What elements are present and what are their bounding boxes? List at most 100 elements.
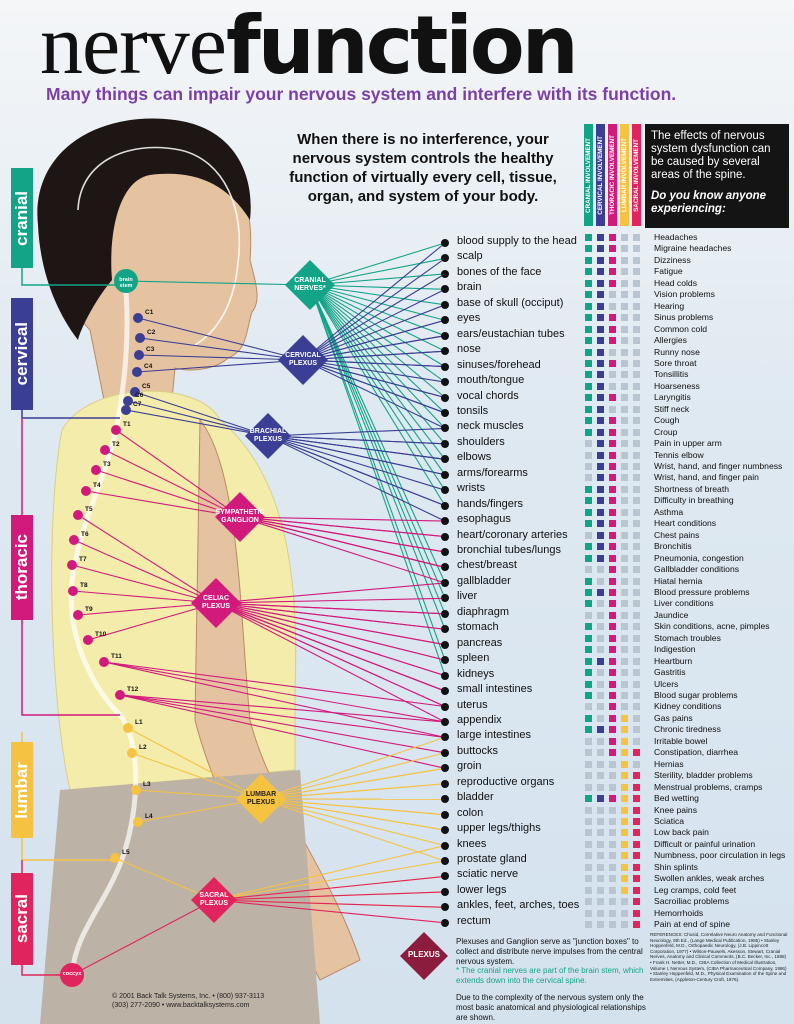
involvement-cell (609, 474, 616, 482)
involvement-cell (633, 875, 640, 883)
involvement-cell (597, 474, 604, 482)
symptom-label: Laryngitis (654, 392, 691, 403)
symptom-label: Skin conditions, acne, pimples (654, 621, 770, 632)
vertebra-label: C7 (133, 401, 142, 408)
organ-node (441, 779, 449, 788)
plexus-diamond (285, 260, 335, 310)
symptom-label: Common cold (654, 323, 708, 334)
involvement-cell (597, 863, 604, 871)
involvement-cell (633, 840, 640, 848)
involvement-cell (609, 783, 616, 791)
involvement-cell (633, 497, 640, 505)
involvement-cell (621, 783, 628, 791)
involvement-cell (621, 382, 628, 390)
plexus-label: SACRAL PLEXUS (199, 892, 229, 907)
involvement-cell (621, 508, 628, 516)
organ-label: appendix (457, 713, 502, 726)
vertebra-dot (67, 560, 77, 570)
involvement-cell (585, 817, 592, 825)
involvement-cell (585, 337, 592, 345)
involvement-cell (609, 520, 616, 528)
involvement-cell (621, 726, 628, 734)
involvement-cell (609, 657, 616, 665)
organ-node (441, 563, 449, 572)
involvement-cell (609, 291, 616, 299)
involvement-cell (585, 783, 592, 791)
organ-label: reproductive organs (457, 775, 555, 788)
organ-node (441, 918, 449, 927)
involvement-cell (585, 714, 592, 722)
vertebra-dot (69, 535, 79, 545)
involvement-cell (585, 234, 592, 241)
nerve-line (309, 284, 446, 584)
nerve-line (114, 857, 215, 901)
nerve-line (267, 435, 446, 460)
involvement-cell (585, 623, 592, 631)
plexus-diamond (245, 413, 291, 459)
organ-node (441, 594, 449, 603)
involvement-cell (597, 669, 604, 677)
involvement-cell (633, 543, 640, 551)
symptom-label: Sciatica (654, 815, 685, 826)
involvement-cell (633, 566, 640, 574)
involvement-cell (585, 921, 592, 928)
symptom-label: Irritable bowel (654, 735, 708, 746)
organ-node (441, 671, 449, 680)
involvement-cell (609, 875, 616, 883)
involvement-cell (609, 531, 616, 539)
vertebra-dot (68, 586, 78, 596)
involvement-cell (585, 692, 592, 699)
nerve-line (215, 597, 446, 604)
vertebra-dot (99, 657, 109, 667)
nerve-line (260, 736, 446, 800)
organ-label: groin (457, 760, 482, 773)
involvement-cell (609, 600, 616, 608)
involvement-cell (621, 680, 628, 688)
organ-node (441, 702, 449, 711)
title-light: nerve (40, 0, 227, 92)
symptom-label: Shin splints (654, 861, 698, 872)
involvement-cell (609, 760, 616, 768)
involvement-cell (621, 405, 628, 413)
nerve-line (260, 798, 446, 862)
nerve-line (85, 490, 241, 518)
organ-label: diaphragm (457, 605, 509, 618)
organ-node (441, 439, 449, 448)
page-subtitle: Many things can impair your nervous syst… (46, 84, 677, 104)
vertebra-dot (81, 486, 91, 496)
nerve-line (73, 539, 217, 604)
symptom-label: Heartburn (654, 655, 693, 666)
symptom-label: Swollen ankles, weak arches (654, 873, 765, 884)
symptom-label: Stiff neck (654, 403, 690, 414)
involvement-cell (633, 348, 640, 356)
involvement-cell (633, 886, 640, 894)
symptom-label: Hernias (654, 758, 684, 769)
symptom-label: Headaches (654, 232, 698, 242)
involvement-cell (597, 268, 604, 276)
involvement-cell (633, 588, 640, 596)
involvement-cell (609, 566, 616, 574)
involvement-cell (609, 428, 616, 436)
involvement-cell (621, 566, 628, 574)
nerve-line (302, 359, 446, 383)
organ-node (441, 687, 449, 696)
involvement-cell (621, 314, 628, 322)
involvement-cell (597, 302, 604, 310)
nerve-line (302, 288, 446, 361)
organ-label: knees (457, 837, 487, 850)
symptom-label: Wrist, hand, and finger pain (654, 472, 759, 483)
involvement-cell (609, 749, 616, 757)
involvement-cell (621, 531, 628, 539)
involvement-cell (633, 829, 640, 837)
nerve-line (302, 359, 446, 429)
involvement-cell (609, 829, 616, 837)
organ-node (441, 486, 449, 495)
involvement-cell (585, 325, 592, 333)
involvement-cell (633, 291, 640, 299)
nerve-line (115, 429, 241, 518)
organ-node (441, 269, 449, 278)
organ-label: elbows (457, 451, 492, 464)
involvement-cell (609, 302, 616, 310)
involvement-cell (633, 680, 640, 688)
organ-label: kidneys (457, 667, 495, 680)
